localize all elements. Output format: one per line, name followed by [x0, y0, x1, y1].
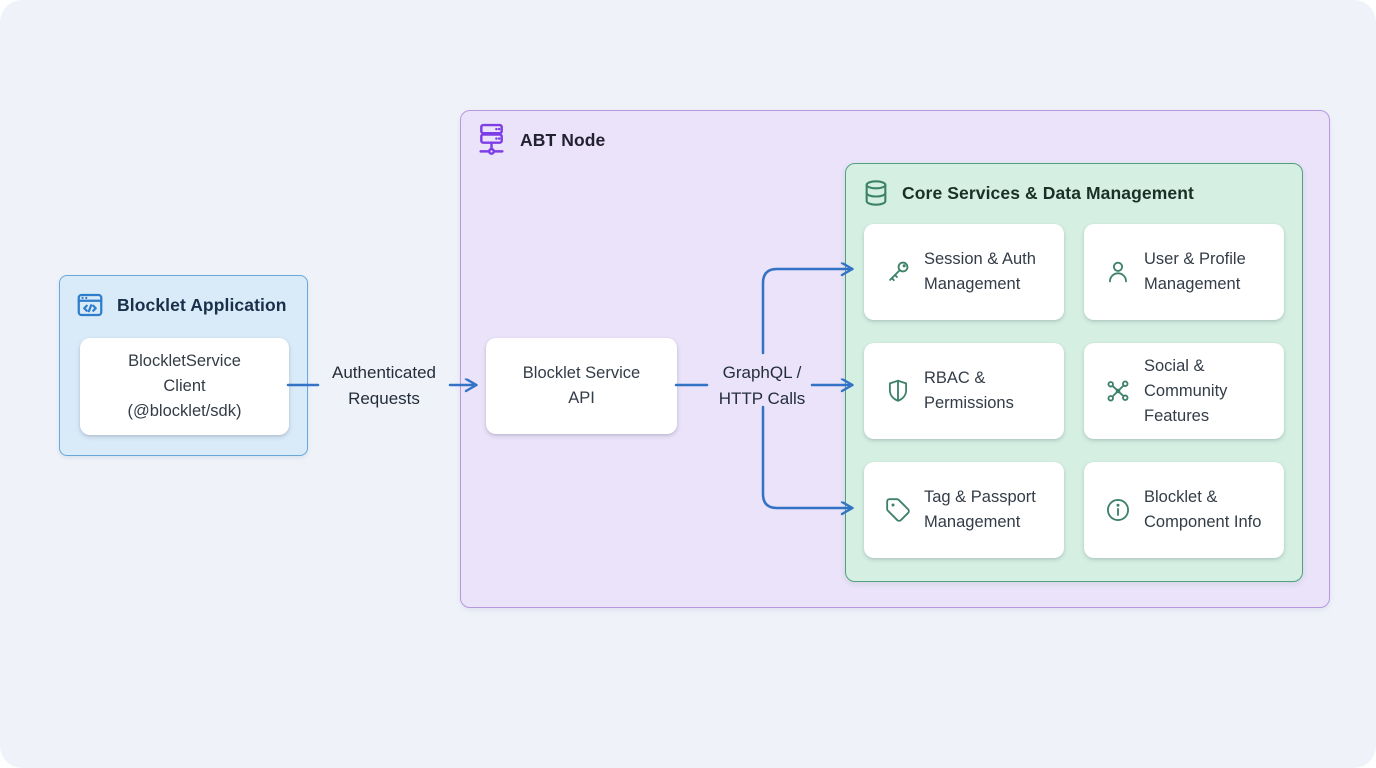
database-icon	[862, 178, 890, 208]
service-card-label: Session & Auth Management	[924, 250, 1036, 293]
app-window-code-icon	[75, 290, 105, 320]
blocklet-application-title: Blocklet Application	[117, 294, 287, 315]
core-services-group: Core Services & Data Management	[845, 163, 1303, 582]
core-services-header: Core Services & Data Management	[862, 178, 1194, 208]
service-card-label: User & Profile Management	[1144, 250, 1246, 293]
blocklet-service-api-label: Blocklet Service API	[522, 364, 641, 407]
core-services-grid: Session & Auth Management User & Profile	[864, 224, 1284, 558]
service-card-label: Blocklet & Component Info	[1144, 488, 1262, 531]
edge-label-graphql-http-calls: GraphQL / HTTP Calls	[718, 363, 806, 408]
blocklet-service-client-node: BlockletService Client (@blocklet/sdk)	[80, 338, 289, 435]
service-card-rbac: RBAC & Permissions	[864, 343, 1064, 439]
service-card-user-profile: User & Profile Management	[1084, 224, 1284, 320]
service-card-label: RBAC & Permissions	[924, 369, 1014, 412]
core-services-title: Core Services & Data Management	[902, 182, 1194, 203]
service-card-social: Social & Community Features	[1084, 343, 1284, 439]
server-network-icon	[475, 121, 508, 159]
service-card-tag-passport: Tag & Passport Management	[864, 462, 1064, 558]
service-card-session-auth: Session & Auth Management	[864, 224, 1064, 320]
blocklet-service-client-label: BlockletService Client (@blocklet/sdk)	[127, 352, 242, 420]
network-icon	[1105, 378, 1131, 404]
shield-icon	[885, 378, 911, 404]
user-icon	[1105, 259, 1131, 285]
edge-label-authenticated-requests: Authenticated Requests	[332, 363, 436, 408]
blocklet-application-group: Blocklet Application BlockletService Cli…	[59, 275, 308, 456]
service-card-blocklet-info: Blocklet & Component Info	[1084, 462, 1284, 558]
info-icon	[1105, 497, 1131, 523]
service-card-label: Tag & Passport Management	[924, 488, 1036, 531]
abt-node-group: ABT Node Blocklet Service API Core Servi…	[460, 110, 1330, 608]
blocklet-application-header: Blocklet Application	[75, 290, 287, 320]
key-icon	[885, 259, 911, 285]
abt-node-header: ABT Node	[475, 121, 605, 159]
blocklet-service-api-node: Blocklet Service API	[486, 338, 677, 434]
abt-node-title: ABT Node	[520, 129, 606, 150]
tag-icon	[885, 497, 911, 523]
service-card-label: Social & Community Features	[1144, 356, 1228, 425]
